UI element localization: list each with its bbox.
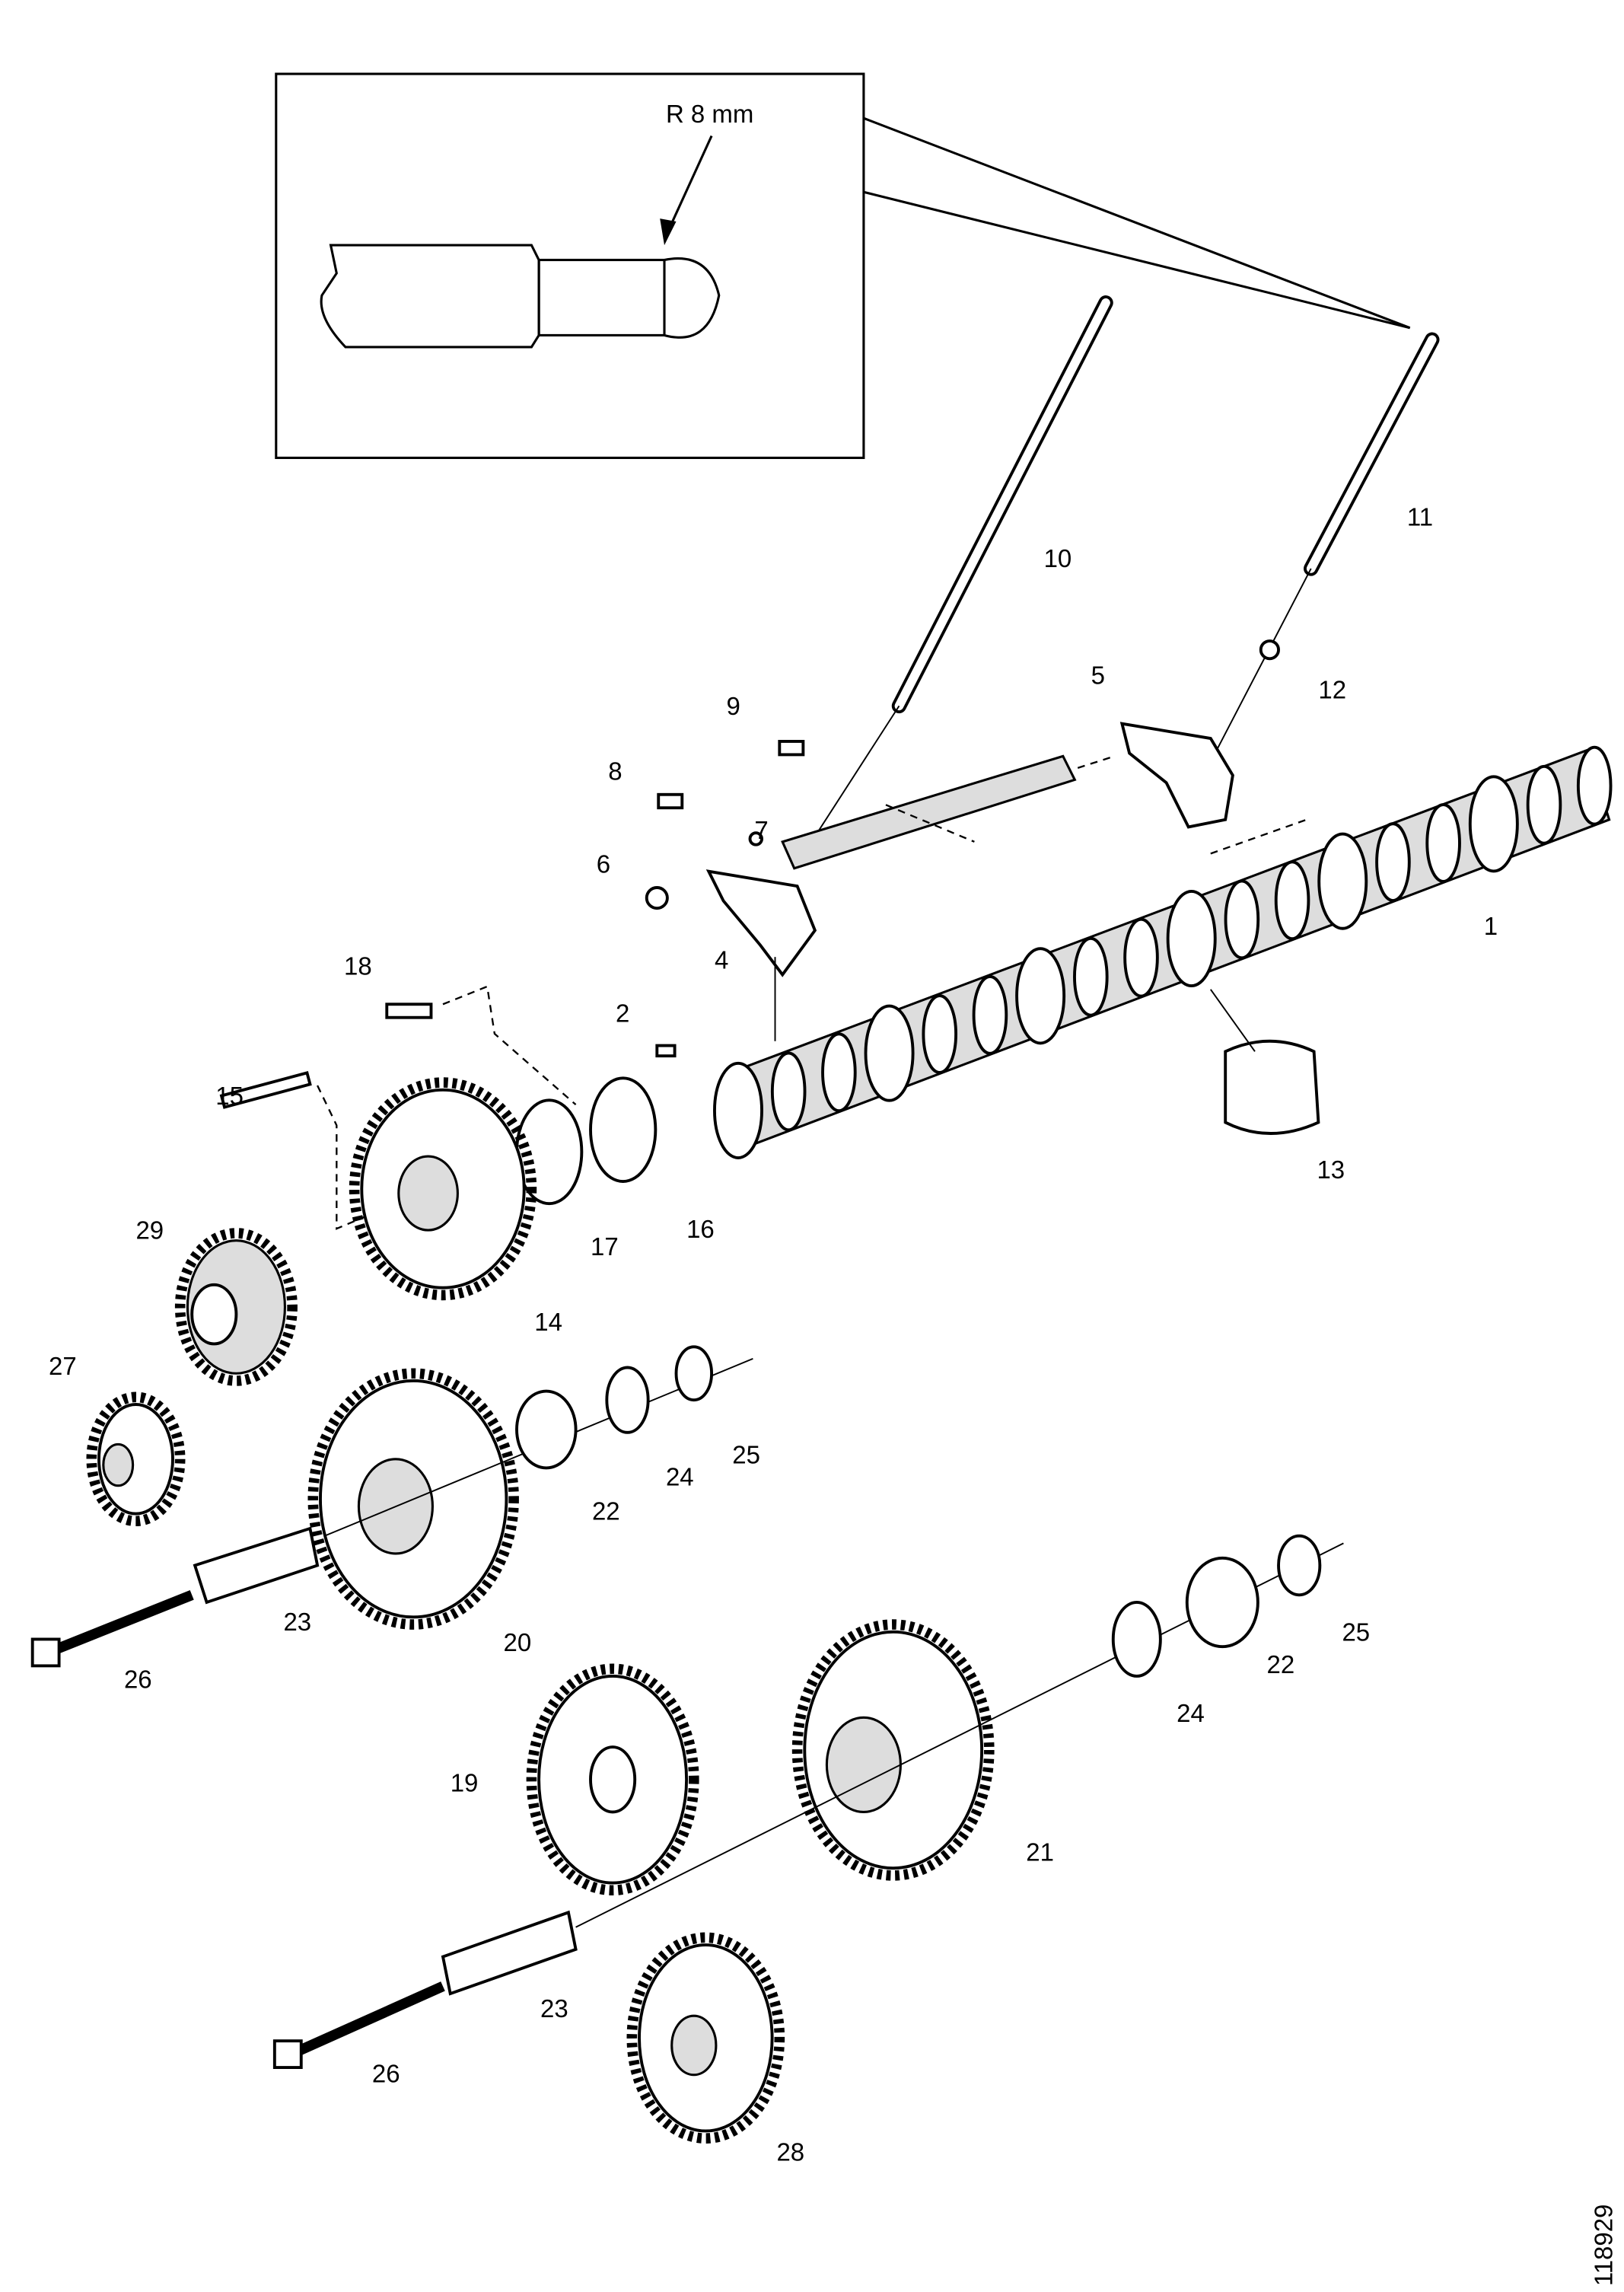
label-27: 27	[49, 1352, 77, 1380]
label-24-upper: 24	[666, 1463, 694, 1491]
label-18: 18	[344, 952, 372, 980]
label-2: 2	[616, 999, 629, 1028]
label-8: 8	[608, 757, 622, 785]
bolt-26-lower	[272, 2039, 303, 2069]
camshaft-journal	[1015, 947, 1066, 1045]
thrust-washer-16	[589, 1076, 658, 1183]
idler-gear-21	[791, 1619, 995, 1881]
bushing-22-lower	[1185, 1556, 1259, 1649]
camshaft-lobe	[972, 975, 1008, 1055]
camshaft-lobe	[1073, 936, 1109, 1017]
gear-19	[526, 1663, 699, 1896]
camshaft	[713, 745, 1613, 1159]
bolt-26-upper	[30, 1637, 61, 1668]
camshaft-journal	[1468, 775, 1519, 873]
pin-2	[655, 1044, 677, 1058]
bushing-22-upper	[515, 1389, 578, 1470]
gear-28	[626, 1932, 785, 2144]
camshaft-lobe	[1224, 879, 1260, 960]
pushrod-11	[1304, 332, 1440, 576]
camshaft-lobe	[1123, 917, 1159, 998]
label-12: 12	[1318, 676, 1346, 704]
label-14: 14	[534, 1308, 562, 1336]
camshaft-lobe	[1375, 822, 1411, 902]
part-labels: 1 2 4 5 6 7 8 9 10 11 12 13 14 15 16 17 …	[49, 503, 1498, 2166]
pin-7	[748, 831, 763, 846]
camshaft-bushing-13	[1224, 1039, 1320, 1135]
label-9: 9	[726, 692, 740, 720]
camshaft-lobe	[1274, 860, 1310, 941]
radius-dimension-label: R 8 mm	[666, 100, 753, 128]
label-28: 28	[776, 2137, 804, 2166]
label-26-upper: 26	[124, 1665, 152, 1693]
bolt-15	[219, 1071, 312, 1109]
camshaft-lobe	[1526, 764, 1562, 845]
label-4: 4	[715, 946, 728, 974]
label-20: 20	[504, 1628, 532, 1656]
pushrod-end-detail-callout: R 8 mm	[275, 72, 1411, 460]
screw-9	[778, 740, 805, 757]
label-15: 15	[215, 1082, 244, 1110]
figure-id: 118929	[1589, 2204, 1617, 2287]
label-5: 5	[1091, 661, 1105, 689]
camshaft-lobe	[821, 1032, 857, 1113]
snap-ring-24-lower	[1111, 1601, 1162, 1678]
gear-29	[174, 1228, 298, 1386]
label-13: 13	[1317, 1156, 1345, 1184]
camshaft-lobe	[1425, 803, 1461, 883]
rocker-arm-4	[705, 869, 817, 977]
camshaft-journal	[713, 1061, 763, 1159]
label-24-lower: 24	[1177, 1699, 1205, 1727]
gear-27	[86, 1391, 186, 1527]
washer-25-upper	[674, 1345, 714, 1402]
camshaft-journal	[1166, 889, 1217, 988]
label-21: 21	[1026, 1838, 1054, 1866]
circlip-6	[645, 886, 669, 910]
rocker-shaft	[781, 754, 1116, 870]
label-11: 11	[1407, 503, 1433, 531]
pushrod-10	[891, 295, 1113, 714]
label-7: 7	[754, 816, 768, 844]
label-25-upper: 25	[732, 1441, 760, 1469]
label-10: 10	[1044, 544, 1072, 572]
bolt-18	[385, 1003, 433, 1019]
label-22-upper: 22	[592, 1497, 620, 1525]
pushrod-ball-12	[1259, 639, 1280, 661]
label-26-lower: 26	[372, 2059, 400, 2087]
label-23-upper: 23	[283, 1608, 311, 1636]
camshaft-lobe	[1576, 745, 1613, 826]
hub-23-lower	[441, 1910, 578, 1996]
rocker-arm-5	[1119, 722, 1234, 829]
label-6: 6	[597, 850, 610, 878]
washer-25-lower	[1277, 1534, 1322, 1597]
camshaft-journal	[864, 1004, 915, 1102]
label-16: 16	[686, 1215, 715, 1243]
label-19: 19	[451, 1768, 479, 1796]
hub-23-upper	[193, 1526, 320, 1605]
camshaft-journal	[1317, 832, 1368, 930]
label-17: 17	[591, 1232, 619, 1261]
label-29: 29	[135, 1216, 164, 1245]
camshaft-gear-14	[349, 1077, 537, 1301]
label-1: 1	[1484, 912, 1498, 940]
snap-ring-24-upper	[605, 1366, 650, 1434]
camshaft-lobe	[770, 1051, 807, 1132]
label-23-lower: 23	[540, 1994, 568, 2023]
label-22-lower: 22	[1267, 1650, 1295, 1678]
screw-8	[657, 792, 684, 810]
camshaft-lobe	[922, 994, 958, 1074]
label-25-lower: 25	[1342, 1618, 1370, 1646]
